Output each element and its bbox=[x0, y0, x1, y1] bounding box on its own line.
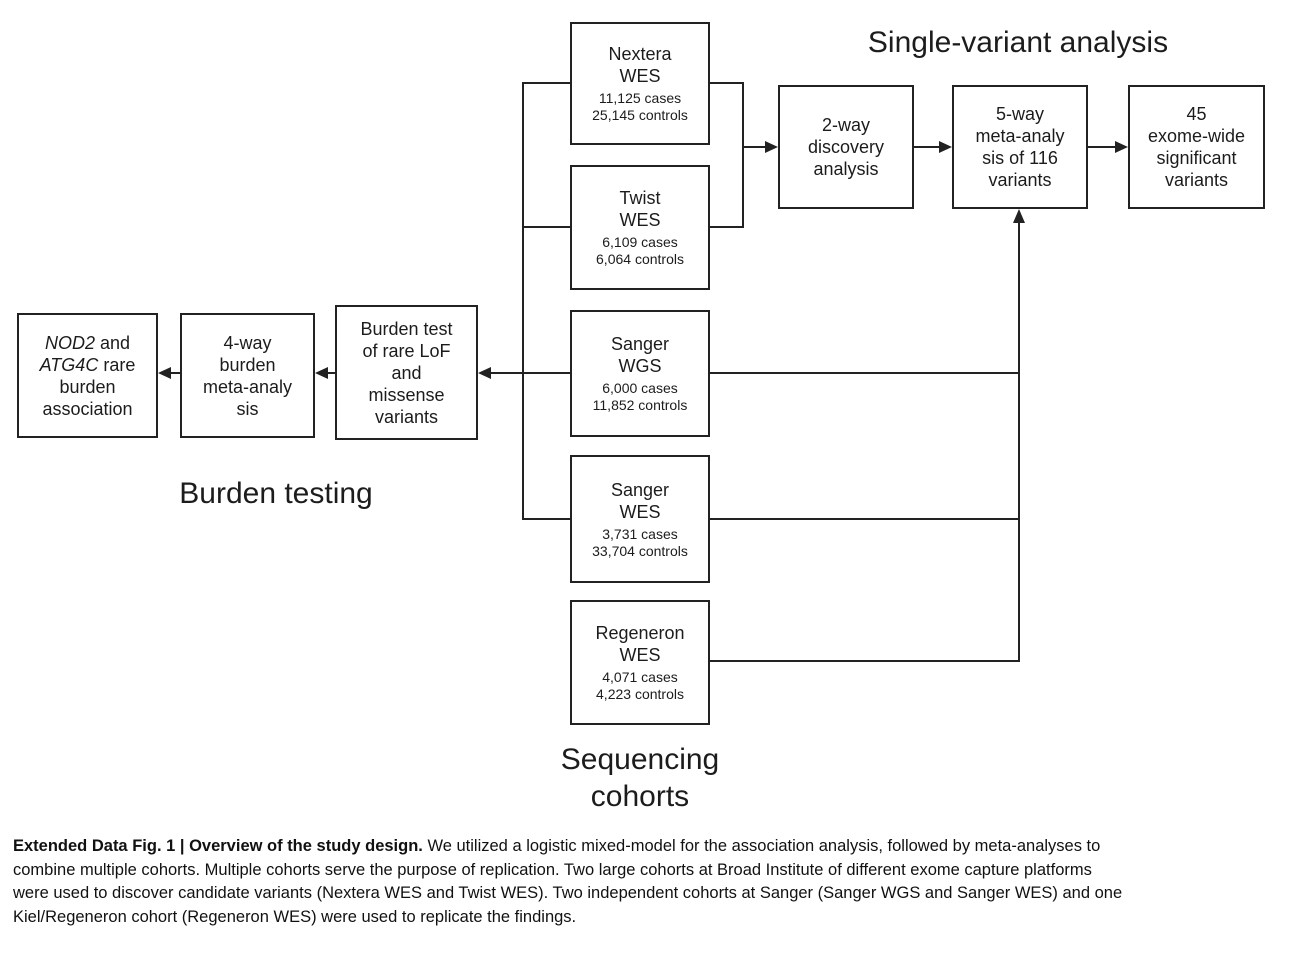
connector-wes-right-line bbox=[710, 518, 1020, 520]
cohort-stats: 4,071 cases 4,223 controls bbox=[596, 669, 684, 702]
arrowhead-into-discovery bbox=[765, 141, 778, 153]
box-5way-meta-analysis: 5-way meta-analy sis of 116 variants bbox=[952, 85, 1088, 209]
box-label-text: and bbox=[99, 332, 131, 353]
box-4way-burden-meta-analysis: 4-way burden meta-analy sis bbox=[180, 313, 315, 438]
arrowhead-into-burden-test bbox=[478, 367, 491, 379]
connector-twist-left-stub bbox=[522, 226, 570, 228]
box-label: NOD2 and ATG4C rare burden association bbox=[40, 332, 136, 420]
cohort-box-twist-wes: Twist WES 6,109 cases 6,064 controls bbox=[570, 165, 710, 290]
box-label: Burden test of rare LoF and missense var… bbox=[360, 318, 453, 427]
label-sequencing-cohorts: Sequencing cohorts bbox=[560, 743, 720, 813]
connector-wgs-right-line bbox=[710, 372, 1020, 374]
cohort-box-regeneron-wes: Regeneron WES 4,071 cases 4,223 controls bbox=[570, 600, 710, 725]
box-45-significant-variants: 45 exome-wide significant variants bbox=[1128, 85, 1265, 209]
arrowhead-into-nod2-box bbox=[158, 367, 171, 379]
arrowhead-up-into-meta5 bbox=[1013, 209, 1025, 223]
connector-sanger-wes-left-stub bbox=[522, 518, 570, 520]
box-label: 4-way burden meta-analy sis bbox=[202, 332, 293, 419]
connector-left-trunk bbox=[522, 82, 524, 520]
connector-regeneron-right-line bbox=[710, 660, 1020, 662]
connector-discovery-to-meta5 bbox=[914, 146, 940, 148]
cohort-name: Twist WES bbox=[619, 188, 661, 230]
box-2way-discovery-analysis: 2-way discovery analysis bbox=[778, 85, 914, 209]
connector-nextera-right-stub bbox=[710, 82, 744, 84]
arrowhead-into-meta5 bbox=[939, 141, 952, 153]
caption-title: Extended Data Fig. 1 | Overview of the s… bbox=[13, 837, 423, 855]
label-burden-testing: Burden testing bbox=[179, 477, 373, 510]
box-label: 5-way meta-analy sis of 116 variants bbox=[975, 104, 1065, 190]
cohort-box-sanger-wgs: Sanger WGS 6,000 cases 11,852 controls bbox=[570, 310, 710, 437]
label-single-variant-analysis: Single-variant analysis bbox=[867, 26, 1169, 59]
arrowhead-into-4way-meta bbox=[315, 367, 328, 379]
connector-wgs-to-burden-test bbox=[490, 372, 570, 374]
cohort-name: Sanger WES bbox=[610, 479, 670, 522]
connector-nextera-left-stub bbox=[522, 82, 570, 84]
cohort-box-sanger-wes: Sanger WES 3,731 cases 33,704 controls bbox=[570, 455, 710, 583]
connector-discovery-bracket bbox=[742, 82, 744, 228]
box-label-text: rare burden association bbox=[42, 354, 136, 419]
connector-bracket-to-discovery bbox=[742, 146, 766, 148]
connector-collector-vertical bbox=[1018, 221, 1020, 662]
cohort-stats: 3,731 cases 33,704 controls bbox=[592, 525, 688, 559]
cohort-stats: 11,125 cases 25,145 controls bbox=[592, 90, 688, 123]
cohort-name: Nextera WES bbox=[608, 44, 672, 86]
cohort-name: Sanger WGS bbox=[610, 334, 670, 376]
connector-twist-right-stub bbox=[710, 226, 744, 228]
box-burden-test: Burden test of rare LoF and missense var… bbox=[335, 305, 478, 440]
box-nod2-atg4c-association: NOD2 and ATG4C rare burden association bbox=[17, 313, 158, 438]
box-label: 45 exome-wide significant variants bbox=[1147, 104, 1246, 190]
connector-burden-test-to-meta bbox=[327, 372, 335, 374]
box-label: 2-way discovery analysis bbox=[807, 115, 885, 179]
gene-atg4c: ATG4C bbox=[39, 354, 99, 375]
cohort-name: Regeneron WES bbox=[595, 623, 685, 665]
connector-meta-to-result bbox=[170, 372, 180, 374]
cohort-stats: 6,000 cases 11,852 controls bbox=[592, 380, 688, 413]
caption-body: We utilized a logistic mixed-model for t… bbox=[13, 837, 1123, 926]
connector-meta5-to-significant bbox=[1088, 146, 1116, 148]
figure-caption: Extended Data Fig. 1 | Overview of the s… bbox=[13, 835, 1295, 929]
cohort-box-nextera-wes: Nextera WES 11,125 cases 25,145 controls bbox=[570, 22, 710, 145]
gene-nod2: NOD2 bbox=[44, 332, 95, 353]
arrowhead-into-significant bbox=[1115, 141, 1128, 153]
cohort-stats: 6,109 cases 6,064 controls bbox=[596, 234, 684, 267]
